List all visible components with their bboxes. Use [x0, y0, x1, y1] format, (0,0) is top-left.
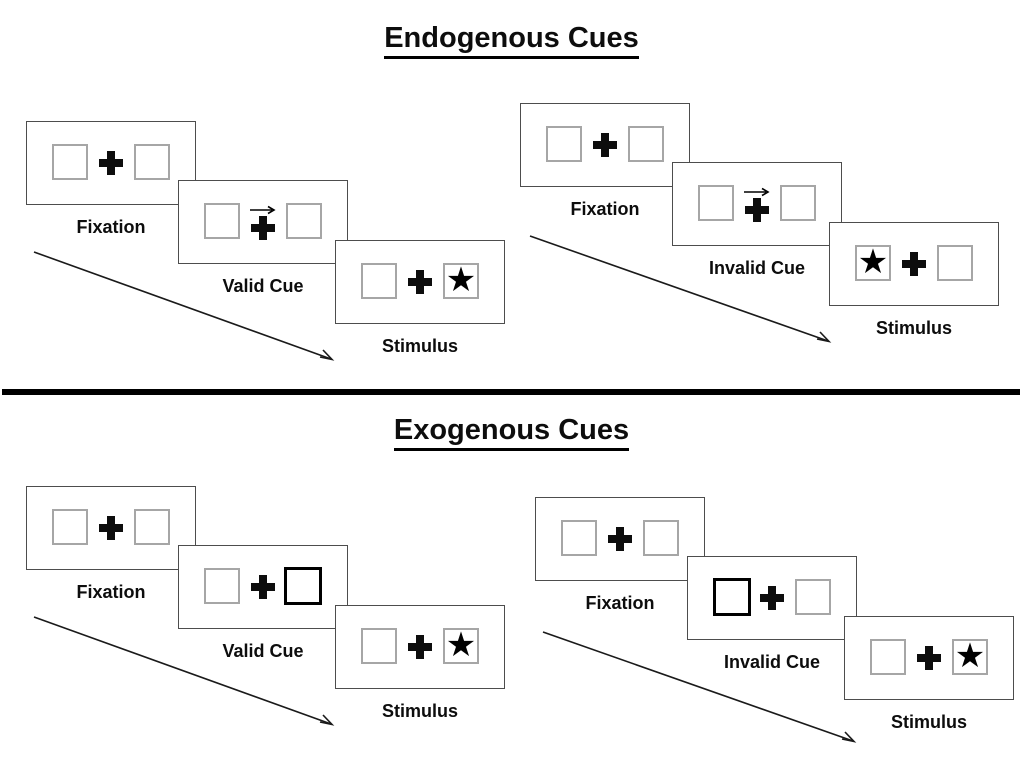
cue-panel — [687, 556, 857, 640]
placeholder-square-left — [561, 520, 597, 556]
section-title-exogenous: Exogenous Cues — [0, 414, 1023, 451]
timeline-arrow-icon — [33, 251, 335, 361]
placeholder-square-left — [204, 568, 240, 604]
panel-label-stimulus: Stimulus — [381, 701, 458, 721]
star-stimulus-icon: ★ — [857, 243, 889, 281]
trial-sequence-endogenous-invalid: Fixation Invalid Cue ★ Stimulus — [520, 103, 1023, 378]
fixation-cross-icon — [251, 575, 275, 599]
timeline-arrow-icon — [542, 631, 857, 743]
cue-panel — [672, 162, 842, 246]
fixation-cross-icon — [99, 151, 123, 175]
cue-panel — [178, 180, 348, 264]
placeholder-square-left — [870, 639, 906, 675]
fixation-cross-icon — [593, 133, 617, 157]
target-square-left: ★ — [855, 245, 891, 281]
star-stimulus-icon: ★ — [954, 637, 986, 675]
fixation-cross-icon — [408, 270, 432, 294]
highlighted-cue-square-right — [284, 567, 322, 605]
stimulus-panel: ★ — [844, 616, 1014, 700]
placeholder-square-right — [134, 144, 170, 180]
placeholder-square-left — [698, 185, 734, 221]
section-title-text: Exogenous Cues — [393, 414, 630, 451]
timeline-arrow-icon — [529, 235, 832, 343]
fixation-cross-icon — [251, 215, 275, 240]
fixation-cross-icon — [608, 527, 632, 551]
section-divider — [2, 389, 1020, 395]
fixation-panel — [26, 486, 196, 570]
panel-label-fixation: Fixation — [585, 593, 655, 613]
trial-sequence-endogenous-valid: Fixation Valid Cue ★ Stimulus — [26, 121, 531, 396]
fixation-cross-icon — [408, 635, 432, 659]
placeholder-square-right — [286, 203, 322, 239]
fixation-cross-icon — [99, 516, 123, 540]
panel-label-stimulus: Stimulus — [875, 318, 952, 338]
fixation-panel — [520, 103, 690, 187]
section-title-text: Endogenous Cues — [384, 22, 639, 59]
cue-panel — [178, 545, 348, 629]
target-square-right: ★ — [443, 628, 479, 664]
target-square-right: ★ — [952, 639, 988, 675]
section-title-endogenous: Endogenous Cues — [0, 22, 1023, 59]
timeline-arrow-icon — [33, 616, 335, 726]
panel-label-cue: Invalid Cue — [708, 258, 806, 278]
placeholder-square-right — [643, 520, 679, 556]
stimulus-panel: ★ — [335, 240, 505, 324]
stimulus-panel: ★ — [335, 605, 505, 689]
highlighted-cue-square-left — [713, 578, 751, 616]
panel-label-fixation: Fixation — [76, 582, 146, 602]
fixation-cross-icon — [760, 586, 784, 610]
placeholder-square-left — [52, 144, 88, 180]
placeholder-square-right — [780, 185, 816, 221]
panel-label-fixation: Fixation — [570, 199, 640, 219]
fixation-panel — [535, 497, 705, 581]
star-stimulus-icon: ★ — [445, 626, 477, 664]
fixation-cross-icon — [902, 252, 926, 276]
star-stimulus-icon: ★ — [445, 261, 477, 299]
placeholder-square-left — [361, 263, 397, 299]
placeholder-square-right — [628, 126, 664, 162]
placeholder-square-right — [134, 509, 170, 545]
panel-label-stimulus: Stimulus — [381, 336, 458, 356]
fixation-cross-icon — [917, 646, 941, 670]
panel-label-cue: Valid Cue — [222, 641, 304, 661]
fixation-panel — [26, 121, 196, 205]
placeholder-square-left — [546, 126, 582, 162]
cue-direction-arrow-icon — [744, 187, 770, 196]
panel-label-stimulus: Stimulus — [890, 712, 967, 732]
fixation-cross-icon — [745, 197, 769, 222]
trial-sequence-exogenous-valid: Fixation Valid Cue ★ Stimulus — [26, 486, 531, 761]
panel-label-cue: Valid Cue — [222, 276, 304, 296]
panel-label-cue: Invalid Cue — [723, 652, 821, 672]
target-square-right: ★ — [443, 263, 479, 299]
placeholder-square-right — [937, 245, 973, 281]
placeholder-square-right — [795, 579, 831, 615]
stimulus-panel: ★ — [829, 222, 999, 306]
panel-label-fixation: Fixation — [76, 217, 146, 237]
placeholder-square-left — [361, 628, 397, 664]
placeholder-square-left — [204, 203, 240, 239]
trial-sequence-exogenous-invalid: Fixation Invalid Cue ★ Stimulus — [535, 497, 1023, 772]
cue-direction-arrow-icon — [250, 205, 276, 214]
placeholder-square-left — [52, 509, 88, 545]
